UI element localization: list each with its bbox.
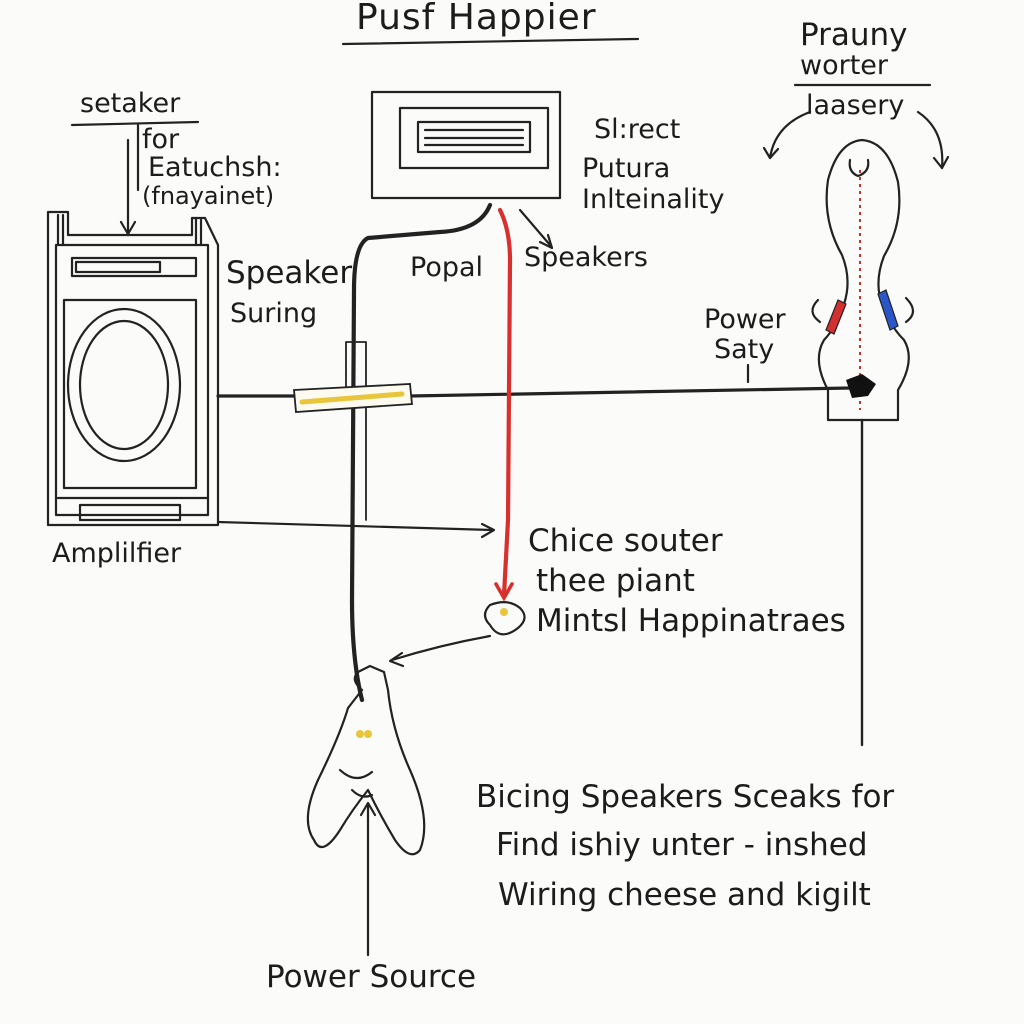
label-eatuchsh: Eatuchsh: xyxy=(148,152,282,183)
label-speaker: Speaker xyxy=(226,255,353,291)
laasery-arc-left-head xyxy=(762,146,780,160)
bulb-yellow-dot-2 xyxy=(364,730,372,738)
label-power-source: Power Source xyxy=(266,959,477,995)
yellow-connector-stripe xyxy=(299,391,405,405)
speakers-pointer xyxy=(518,208,552,247)
red-terminal xyxy=(825,299,847,335)
amplifier-to-chice-arrow xyxy=(216,520,494,532)
laasery-arc-right xyxy=(916,110,944,170)
label-putura: Putura xyxy=(582,153,671,184)
label-slrect: Sl:rect xyxy=(594,114,681,145)
label-for: for xyxy=(142,124,180,155)
label-mintsl-happinatraes: Mintsl Happinatraes xyxy=(536,603,846,639)
central-black-wire xyxy=(349,202,493,703)
blue-terminal xyxy=(877,289,899,331)
speakers-pointer-head xyxy=(538,233,554,250)
plug-yellow-dot xyxy=(500,608,508,616)
bulb-yellow-dot xyxy=(356,730,364,738)
mintsl-plug xyxy=(483,601,526,636)
label-inlteinality: Inlteinality xyxy=(582,184,725,215)
setaker-underline xyxy=(70,120,200,127)
label-setaker: setaker xyxy=(80,88,181,119)
red-wire xyxy=(494,207,514,602)
title-underline xyxy=(341,37,640,46)
central-unit-box xyxy=(370,90,562,200)
label-suring: Suring xyxy=(230,298,318,329)
note-line-2: Find ishiy unter - inshed xyxy=(496,827,868,863)
label-prauny: Prauny xyxy=(800,17,908,53)
laasery-arc-right-head xyxy=(932,155,950,170)
main-horizontal-wire xyxy=(216,386,852,398)
note-line-3: Wiring cheese and kigilt xyxy=(498,877,871,913)
amplifier-to-chice-head xyxy=(480,522,496,539)
label-speakers: Speakers xyxy=(524,242,648,273)
power-source-bulb xyxy=(306,664,426,856)
label-laasery: laasery xyxy=(806,90,905,121)
mintsl-pointer-head xyxy=(388,651,405,668)
label-chice-souter: Chice souter xyxy=(528,523,723,559)
label-fnayainet: (fnayainet) xyxy=(142,182,275,210)
laasery-arc-left xyxy=(768,110,812,160)
terminal-blob xyxy=(846,374,876,398)
power-saty-device xyxy=(811,138,915,747)
note-line-1: Bicing Speakers Sceaks for xyxy=(476,779,895,815)
label-power: Power xyxy=(704,304,786,335)
power-source-arrow-head xyxy=(359,801,377,817)
label-thee-piant: thee piant xyxy=(536,563,695,599)
diagram-title: Pusf Happier xyxy=(356,0,597,38)
label-saty: Saty xyxy=(714,334,775,365)
amplifier-cabinet xyxy=(46,210,220,527)
label-popal: Popal xyxy=(410,252,484,283)
label-worter: worter xyxy=(800,50,889,81)
mintsl-pointer xyxy=(390,634,492,662)
wire-sleeve xyxy=(345,341,367,391)
label-amplifier: Amplilfier xyxy=(52,538,182,569)
